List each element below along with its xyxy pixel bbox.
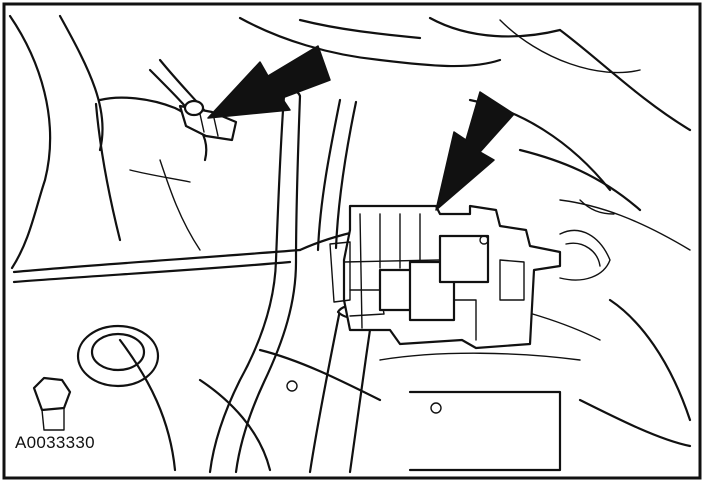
callout-arrow-icon: [435, 91, 515, 211]
callout-arrow-icon: [207, 45, 331, 119]
body-panel-lines: [8, 14, 692, 472]
ground-connector: [178, 99, 238, 142]
grommet: [76, 324, 160, 388]
electrical-connector: [329, 199, 615, 350]
figure-reference-id: A0033330: [12, 432, 98, 454]
bolt: [32, 376, 442, 431]
hoses: [148, 58, 374, 474]
